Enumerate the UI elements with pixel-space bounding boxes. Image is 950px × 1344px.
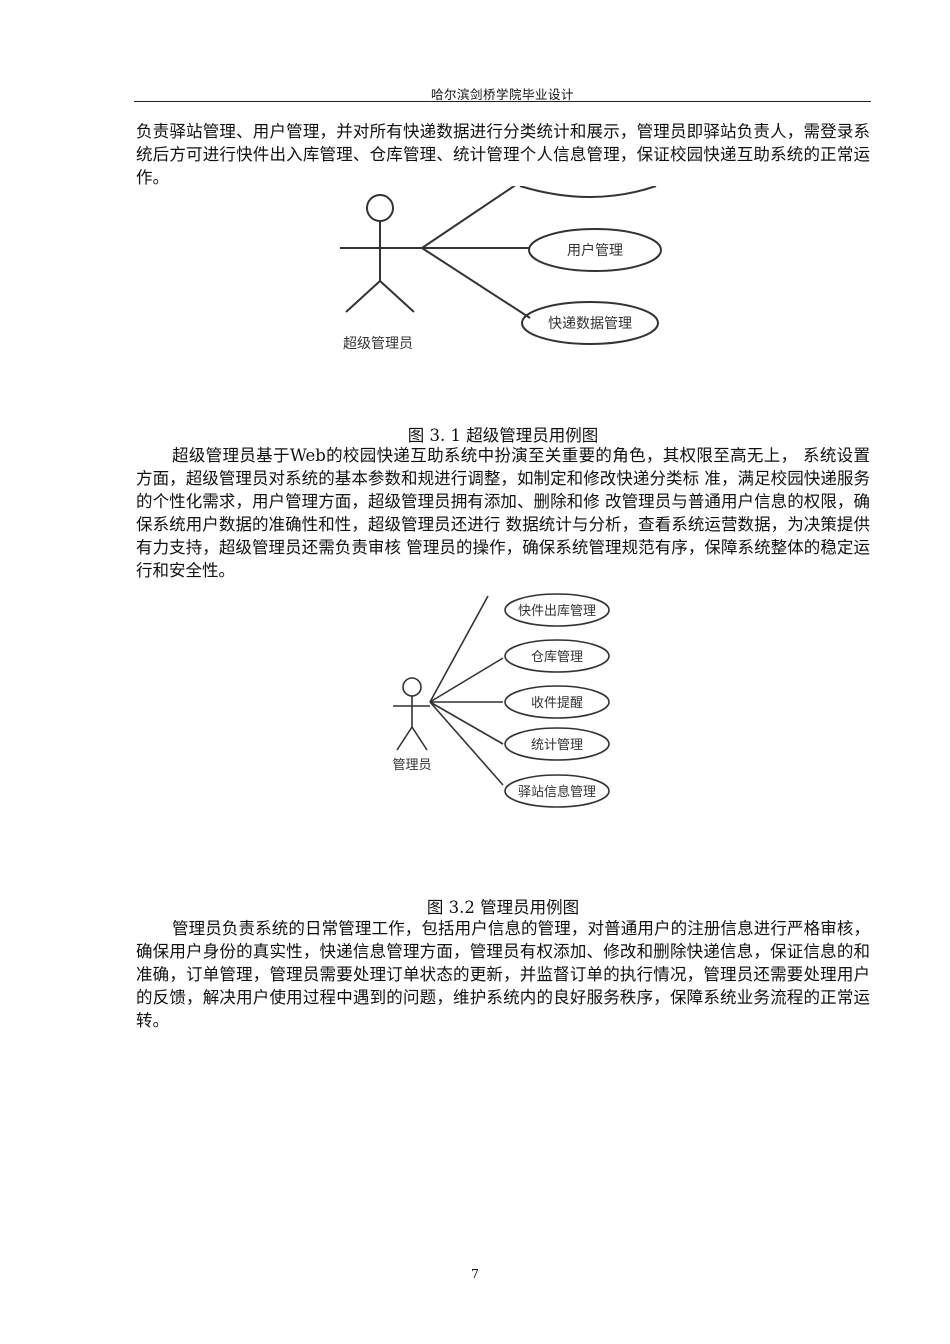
- use-case-label: 统计管理: [531, 738, 583, 753]
- association-line: [429, 701, 504, 745]
- actor-right-leg: [411, 726, 428, 751]
- use-case-label: 快件出库管理: [518, 603, 596, 619]
- use-case-ellipse: [504, 774, 610, 808]
- paragraph-admin: 管理员负责系统的日常管理工作，包括用户信息的管理，对普通用户的注册信息进行严格审…: [136, 919, 870, 1030]
- association-line: [421, 186, 516, 249]
- paragraph-intro: 负责驿站管理、用户管理，并对所有快递数据进行分类统计和展示，管理员即驿站负责人，…: [136, 122, 870, 187]
- use-case-label: 收件提醒: [531, 695, 583, 711]
- use-case-ellipse: [528, 228, 662, 272]
- association-line: [429, 701, 504, 786]
- paragraph-super-admin: 超级管理员基于Web的校园快递互助系统中扮演至关重要的角色，其权限至高无上， 系…: [136, 446, 870, 580]
- page-number: 7: [471, 1266, 479, 1281]
- actor-label: 管理员: [392, 758, 431, 773]
- actor-label: 超级管理员: [343, 336, 413, 352]
- actor-left-leg: [396, 726, 413, 751]
- header-rule: [134, 101, 871, 102]
- association-line: [421, 247, 531, 319]
- super-admin-use-case-diagram: 用户管理 快递数据管理 超级管理员: [340, 186, 662, 352]
- use-case-ellipse: [504, 727, 610, 761]
- use-case-ellipse: [521, 301, 659, 345]
- figure-caption-3-2: 图 3.2 管理员用例图: [426, 898, 580, 917]
- figure-caption-3-1: 图 3. 1 超级管理员用例图: [407, 426, 599, 445]
- running-header: 哈尔滨剑桥学院毕业设计: [430, 87, 574, 102]
- actor-left-leg: [345, 280, 381, 313]
- use-case-label: 驿站信息管理: [518, 784, 596, 800]
- actor-right-leg: [379, 280, 415, 313]
- actor-head: [402, 677, 422, 697]
- association-line: [429, 595, 489, 703]
- use-case-label: 用户管理: [567, 242, 623, 259]
- use-case-ellipse: [504, 685, 610, 719]
- use-case-label: 快递数据管理: [548, 316, 632, 332]
- actor-head: [366, 194, 394, 222]
- use-case-label: 仓库管理: [531, 649, 583, 665]
- use-case-ellipse-cropped: [519, 186, 657, 198]
- use-case-ellipse: [504, 593, 610, 627]
- admin-use-case-diagram: 快件出库管理 仓库管理 收件提醒 统计管理 驿站信息管理 管理员: [392, 593, 610, 808]
- association-line: [429, 657, 504, 703]
- use-case-ellipse: [504, 639, 610, 673]
